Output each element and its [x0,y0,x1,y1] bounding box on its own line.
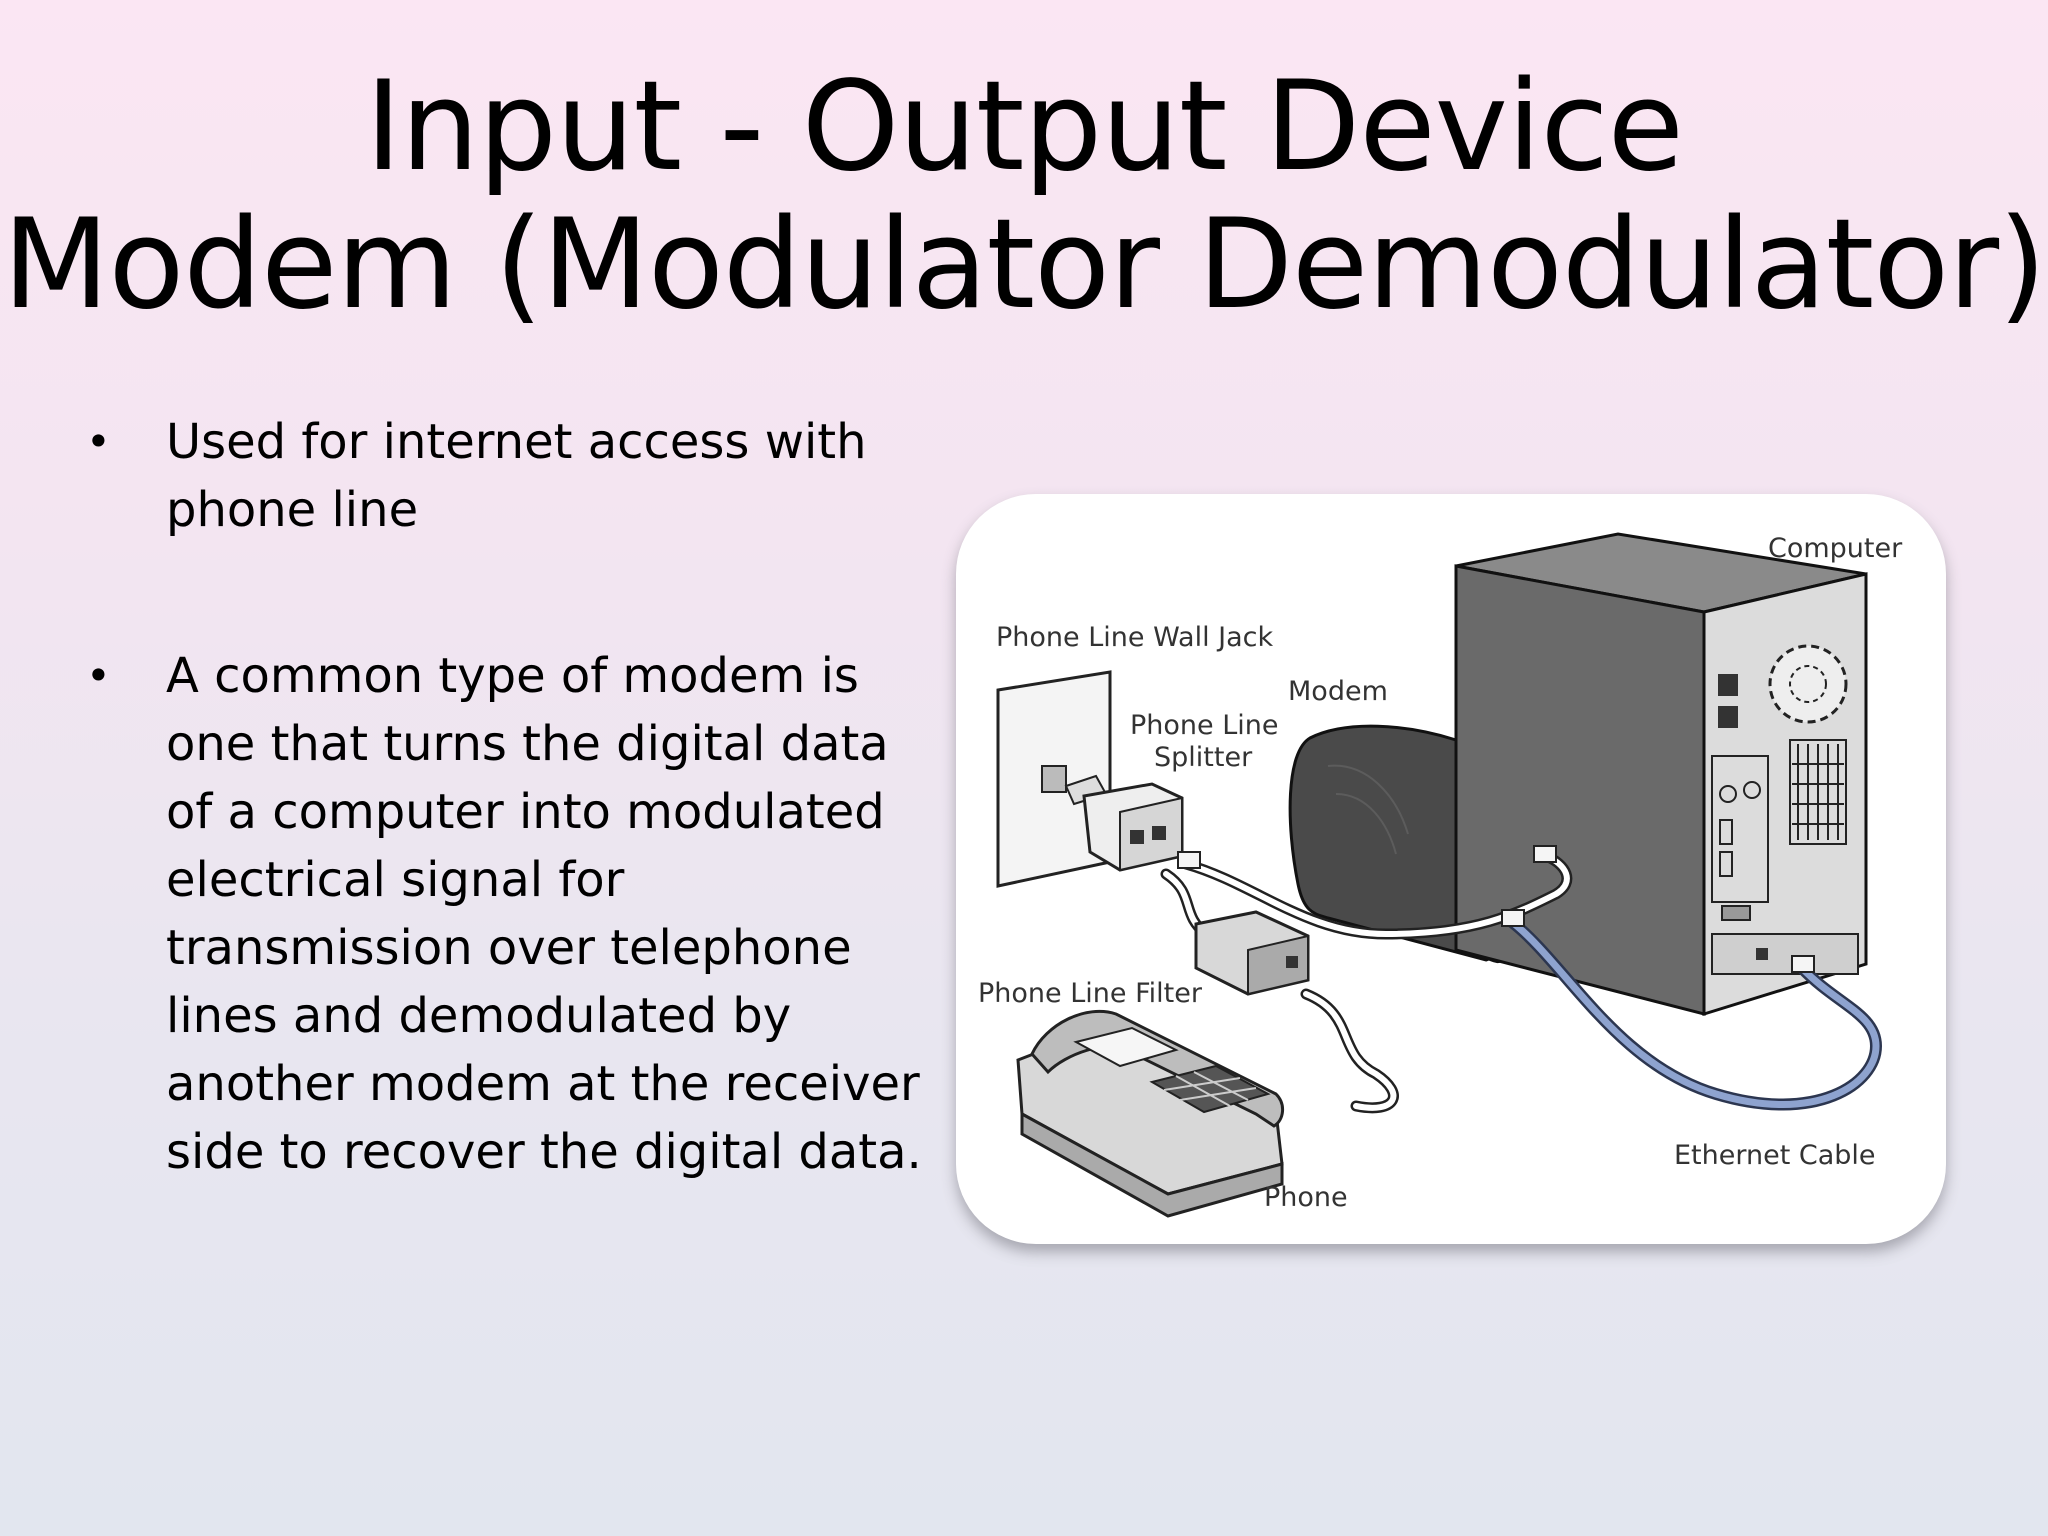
bullet-text: A common type of modem is one that turns… [166,648,922,1180]
bullet-dot: • [86,651,111,700]
title-line-1: Input - Output Device [365,55,1684,199]
slide-title: Input - Output Device Modem (Modulator D… [0,58,2048,334]
phone-illustration [1016,1009,1284,1218]
bullet-item: • Used for internet access with phone li… [86,408,926,544]
filter-illustration [1194,910,1310,996]
modem-diagram: Computer Phone Line Wall Jack Modem Phon… [956,494,1946,1244]
label-filter: Phone Line Filter [978,978,1203,1009]
label-modem: Modem [1288,676,1388,707]
bullet-text: Used for internet access with phone line [166,414,867,538]
computer-illustration [1454,532,1868,1017]
label-splitter-line2: Splitter [1154,742,1253,773]
label-ethernet: Ethernet Cable [1674,1140,1876,1171]
bullet-dot: • [86,417,111,466]
label-computer: Computer [1768,533,1903,564]
splitter-illustration [1064,774,1184,872]
bullet-item: • A common type of modem is one that tur… [86,642,926,1186]
bullet-list: • Used for internet access with phone li… [86,408,926,1186]
label-splitter-line1: Phone Line [1130,710,1279,741]
title-line-2: Modem (Modulator Demodulator) [2,193,2047,337]
modem-diagram-svg: Computer Phone Line Wall Jack Modem Phon… [978,532,1903,1218]
cables [1160,845,1883,1114]
label-phone: Phone [1264,1182,1348,1213]
label-wall-jack: Phone Line Wall Jack [996,622,1274,653]
